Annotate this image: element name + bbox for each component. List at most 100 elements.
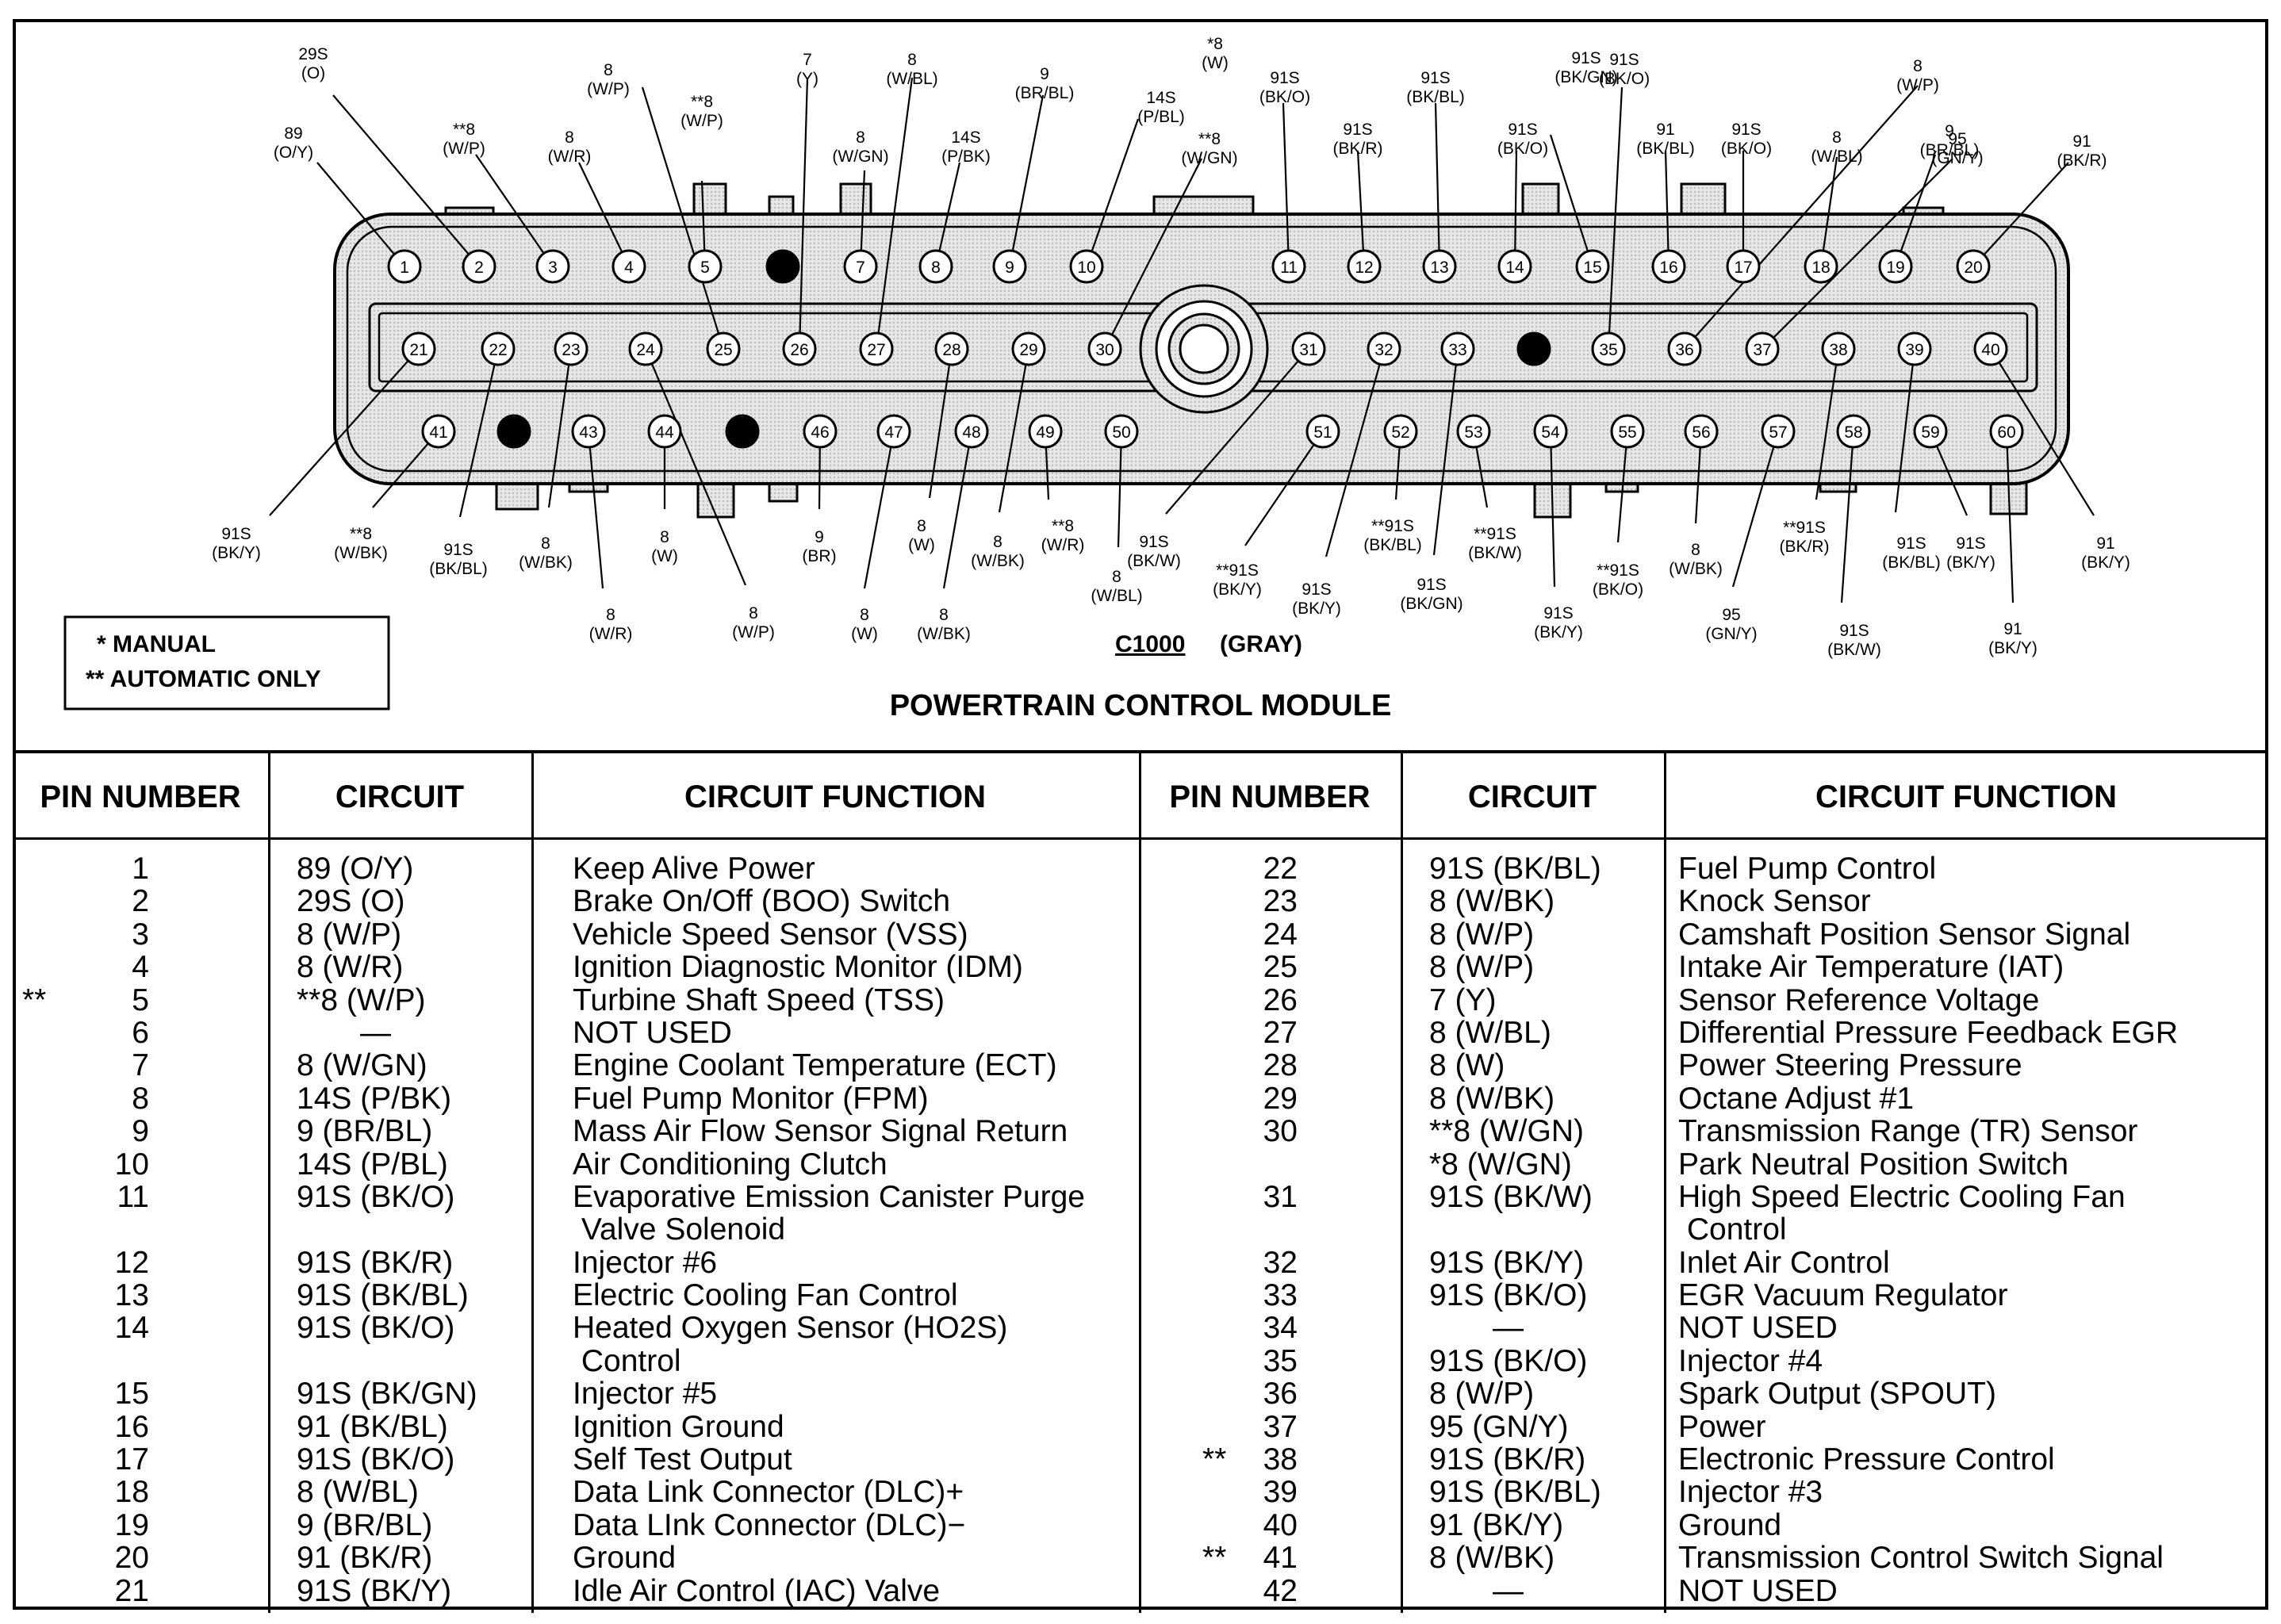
table-cell: 8 (W) [1429,1048,1505,1083]
leader-pin-35 [1608,86,1624,334]
leader-pin-27 [877,77,914,334]
table-cell: 6 [132,1015,149,1050]
pin-56-number: 56 [1692,423,1710,442]
leader-pin-26 [799,77,809,334]
pin-44-circle [647,414,682,449]
leader-pin-52 [1394,446,1401,500]
table-cell: 39 [1263,1475,1298,1510]
table-cell: NOT USED [1678,1311,1838,1346]
pin-42-number: 42 [504,423,523,442]
leader-pin-10 [1091,118,1140,252]
table-cell: Power Steering Pressure [1678,1048,2022,1083]
pin-8-circle [918,249,953,284]
table-cell: 8 (W/BL) [1429,1015,1551,1050]
pin-37-number: 37 [1753,341,1771,359]
pin-15-circle [1575,249,1610,284]
table-cell: 1 [132,852,149,886]
table-cell: 7 (Y) [1429,982,1497,1017]
table-cell: 8 (W/P) [1429,917,1535,952]
pin-13-number: 13 [1430,259,1448,277]
leader-pin-3 [475,154,545,255]
table-cell: 40 [1263,1507,1298,1542]
pin-21-circle [401,331,436,366]
pin-53-circle [1456,414,1491,449]
wire-label-pin-51: **91S(BK/Y) [1213,561,1262,599]
table-cell: 24 [1263,917,1298,952]
pin-20-circle [1956,249,1991,284]
table-cell: 41 [1263,1541,1298,1576]
pin-28-circle [934,331,969,366]
pin-32-circle [1367,331,1401,366]
wire-label-pin-26: 7(Y) [796,51,818,88]
table-cell: ** [1202,1541,1227,1576]
pin-56-circle [1684,414,1719,449]
pin-43-number: 43 [579,423,597,442]
pin-54-circle [1533,414,1568,449]
wire-label-pin-54: 91S(BK/Y) [1534,604,1583,642]
pin-58-circle [1836,414,1871,449]
wire-label-pin-58: 91S(BK/W) [1827,622,1881,659]
pin-26-number: 26 [790,341,808,359]
table-cell: 91 (BK/R) [297,1541,433,1576]
table-cell: 14S (P/BK) [297,1081,452,1116]
table-cell [22,1542,86,1574]
pin-16-number: 16 [1659,259,1677,277]
wire-label-pin-12: 91S(BK/R) [1333,121,1383,158]
table-cell [22,1377,86,1410]
col-divider [1401,753,1403,1613]
pin-35-circle [1591,331,1626,366]
table-cell: Inlet Air Control [1678,1245,1890,1280]
wire-label-pin-2: 29S(O) [298,45,328,82]
col-divider [531,753,534,1613]
table-cell: **8 (W/GN) [1429,1114,1584,1149]
pin-40-number: 40 [1981,341,1999,359]
wire-label-pin-15: 91S(BK/GN) [1555,49,1617,86]
table-cell: 8 (W/BK) [1429,884,1555,919]
table-cell [22,1312,86,1344]
table-cell: 8 (W/P) [297,917,402,952]
table-cell: 35 [1263,1343,1298,1378]
pin-30-number: 30 [1095,341,1114,359]
pin-20-number: 20 [1964,259,1982,277]
pin-45-number: 45 [733,423,751,442]
table-cell: Transmission Range (TR) Sensor [1678,1114,2138,1149]
pin-26-circle [782,331,817,366]
pin-52-number: 52 [1391,423,1409,442]
table-cell: Octane Adjust #1 [1678,1081,1915,1116]
col-divider [1664,753,1666,1613]
leader-pin-41 [372,442,429,508]
wire-label-pin-30: **8(W/GN) [1181,130,1237,167]
pin-11-circle [1271,249,1306,284]
pin-22-circle [481,331,516,366]
pin-59-number: 59 [1921,423,1939,442]
pin-9-number: 9 [1005,259,1014,277]
leader-lines [269,77,2095,603]
table-cell: 28 [1263,1048,1298,1083]
table-cell: 91S (BK/O) [1429,1278,1588,1313]
table-cell: 23 [1263,884,1298,919]
table-cell: Power [1678,1409,1766,1444]
pin-50-circle [1104,414,1139,449]
pin-18-circle [1804,249,1838,284]
table-cell [22,1148,86,1181]
pin-51-circle [1305,414,1340,449]
pin-34-number: 34 [1524,341,1543,359]
header-circuit-left: CIRCUIT [335,779,465,814]
wire-label-pin-32: 91S(BK/Y) [1292,580,1341,618]
leader-pin-5 [700,180,706,251]
pin-3-number: 3 [548,259,558,277]
pin-12-number: 12 [1355,259,1373,277]
table-cell: 36 [1263,1377,1298,1411]
table-cell [22,1049,86,1082]
table-cell: Injector #3 [1678,1475,1823,1510]
table-cell: 5 [132,982,149,1017]
table-cell: — [360,1015,391,1050]
pin-1-circle [387,249,422,284]
wire-label-pin-53: **91S(BK/W) [1468,525,1522,562]
table-cell: Self Test Output [573,1442,792,1477]
table-cell: 8 (W/GN) [297,1048,427,1083]
table-cell [22,852,86,885]
table-cell: 3 [132,917,149,952]
table-cell: 29 [1263,1081,1298,1116]
table-cell: 91S (BK/GN) [297,1377,477,1411]
